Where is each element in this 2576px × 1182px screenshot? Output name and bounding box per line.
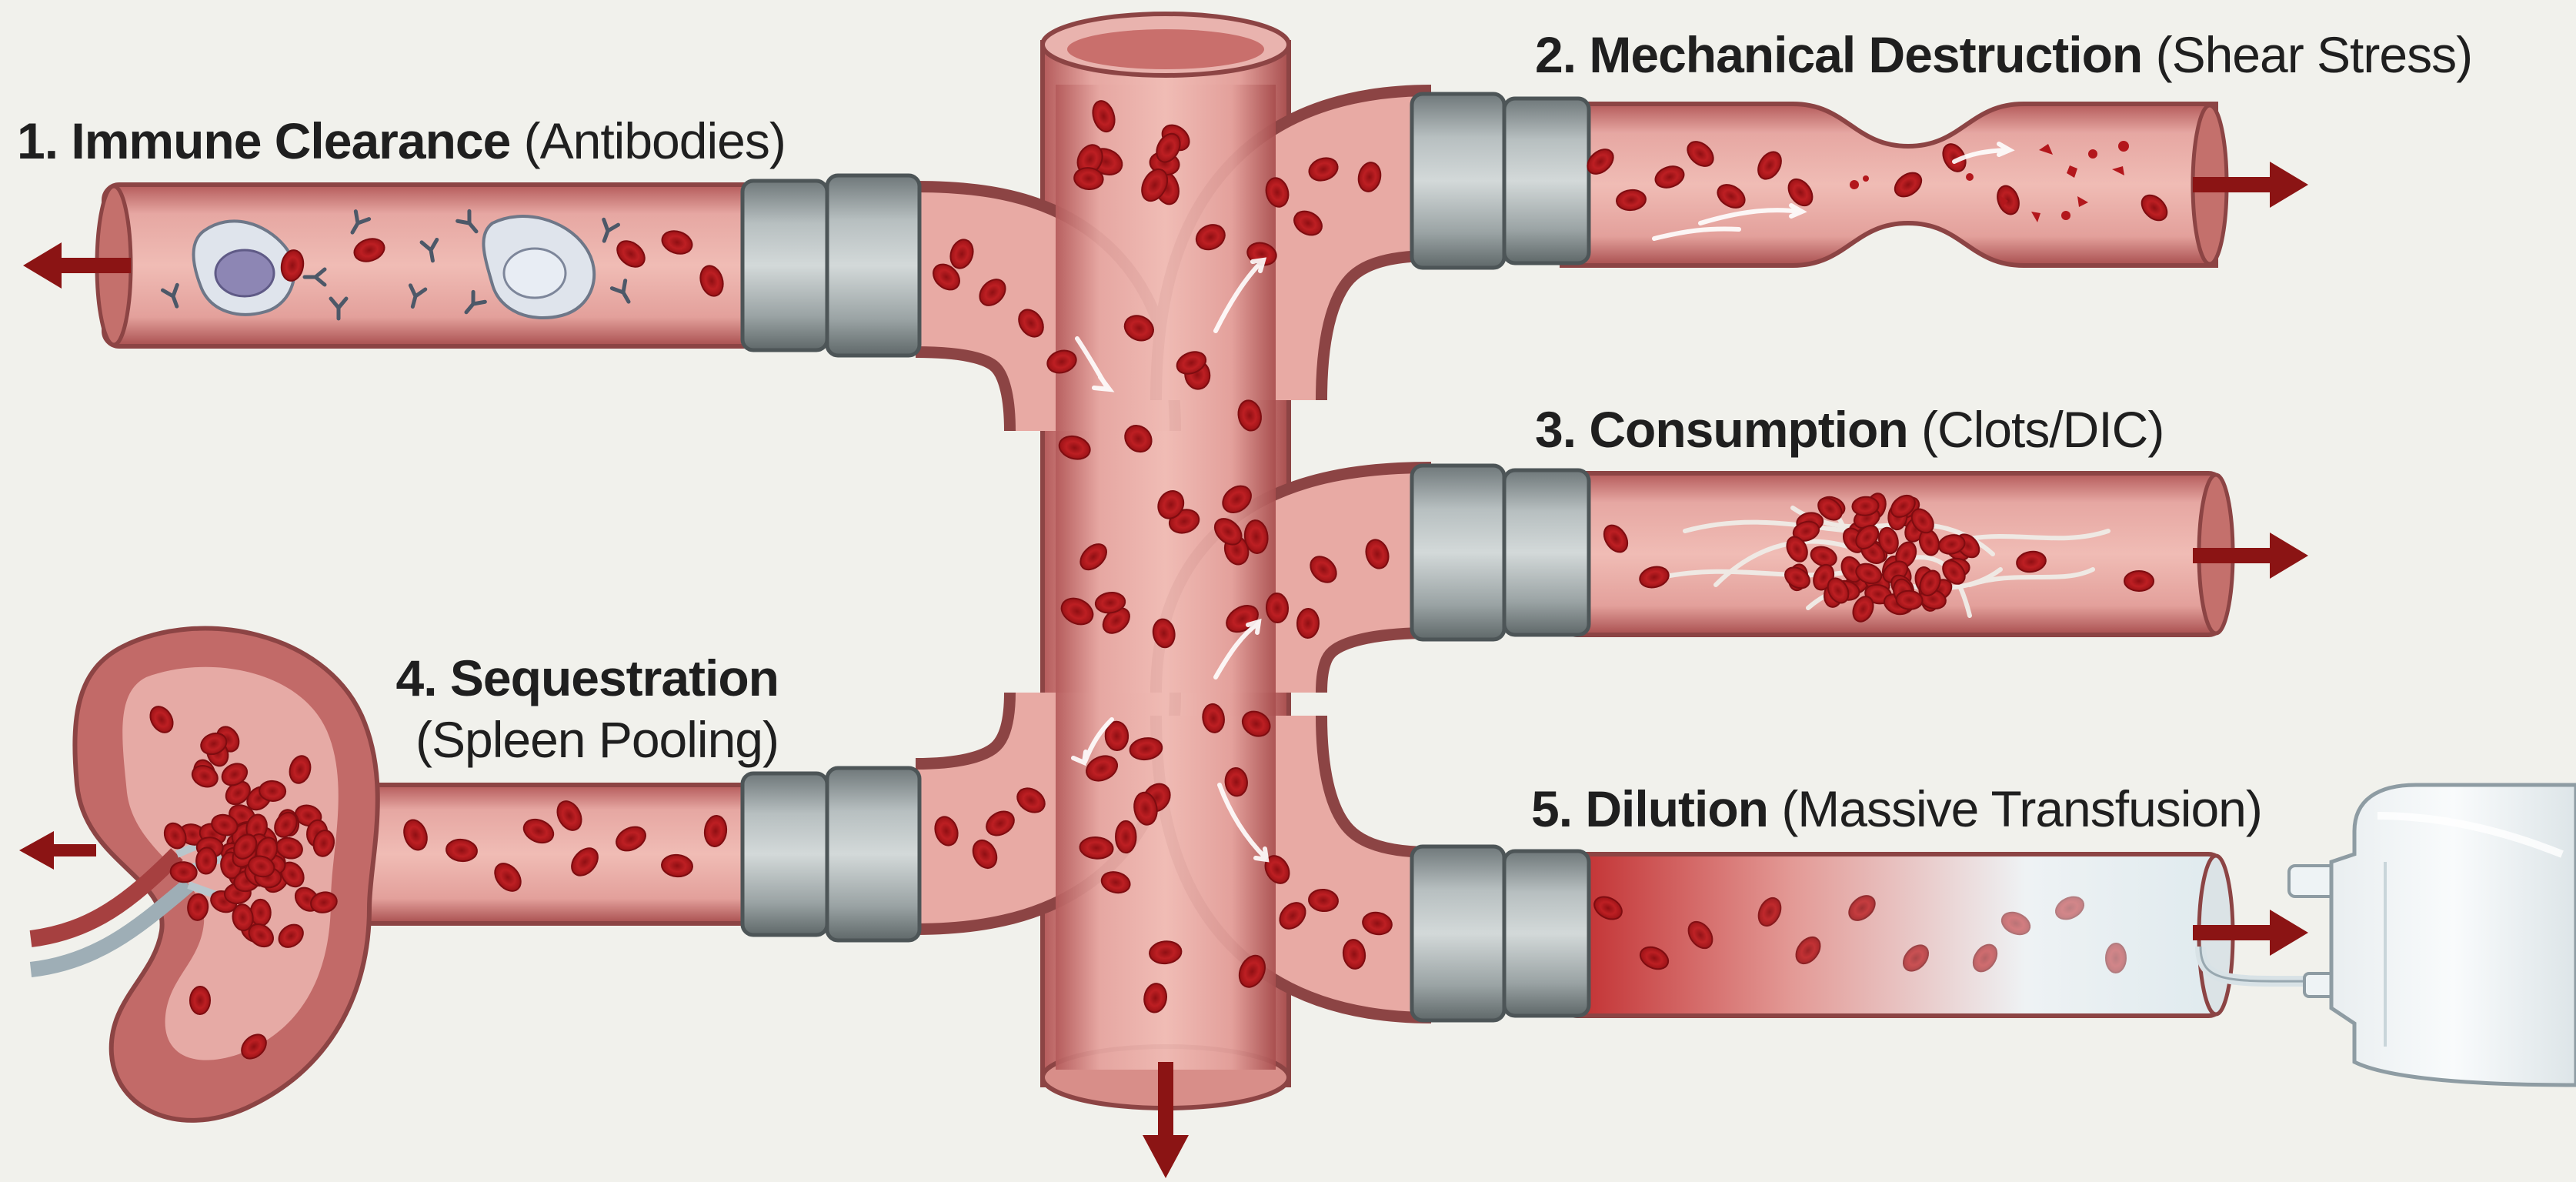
connector-sequestration (742, 768, 919, 940)
label-subtitle: (Spleen Pooling) (415, 711, 779, 768)
arrow-left-spleen (19, 831, 96, 870)
red-blood-cell (195, 847, 217, 875)
label-subtitle: (Massive Transfusion) (1781, 780, 2262, 837)
red-blood-cell (2124, 571, 2154, 591)
label-title: 1. Immune Clearance (17, 112, 510, 169)
red-blood-cell (1266, 593, 1289, 623)
connector-consumption (1412, 466, 1589, 639)
sequestration-vessel (323, 785, 781, 923)
label-subtitle: (Shear Stress) (2156, 26, 2472, 83)
label-subtitle: (Clots/DIC) (1921, 401, 2164, 458)
red-blood-cell (2106, 943, 2127, 973)
label-consumption: 3. Consumption (Clots/DIC) (1535, 404, 2164, 455)
label-immune-clearance: 1. Immune Clearance (Antibodies) (17, 115, 786, 166)
immune-branch (97, 185, 781, 346)
red-blood-cell (1296, 609, 1319, 639)
red-blood-cell (190, 987, 211, 1014)
trunk-top-lumen (1067, 29, 1264, 69)
label-subtitle: (Antibodies) (524, 112, 786, 169)
label-sequestration: 4. Sequestration (Spleen Pooling) (381, 653, 779, 765)
red-blood-cell (1116, 821, 1136, 853)
label-dilution: 5. Dilution (Massive Transfusion) (1531, 783, 2262, 834)
trunk-core (1056, 85, 1276, 1070)
label-title: 5. Dilution (1531, 780, 1768, 837)
label-title: 4. Sequestration (396, 649, 779, 706)
label-mechanical-destruction: 2. Mechanical Destruction (Shear Stress) (1535, 29, 2472, 80)
connector-mechanical (1412, 94, 1589, 268)
red-blood-cell (250, 900, 271, 927)
connector-dilution (1412, 846, 1589, 1020)
red-blood-cell (259, 780, 285, 802)
dilution-vessel (1562, 854, 2224, 1016)
label-title: 2. Mechanical Destruction (1535, 26, 2142, 83)
iv-bag-icon (2289, 785, 2576, 1085)
connector-immune (742, 175, 919, 356)
label-title: 3. Consumption (1535, 401, 1908, 458)
